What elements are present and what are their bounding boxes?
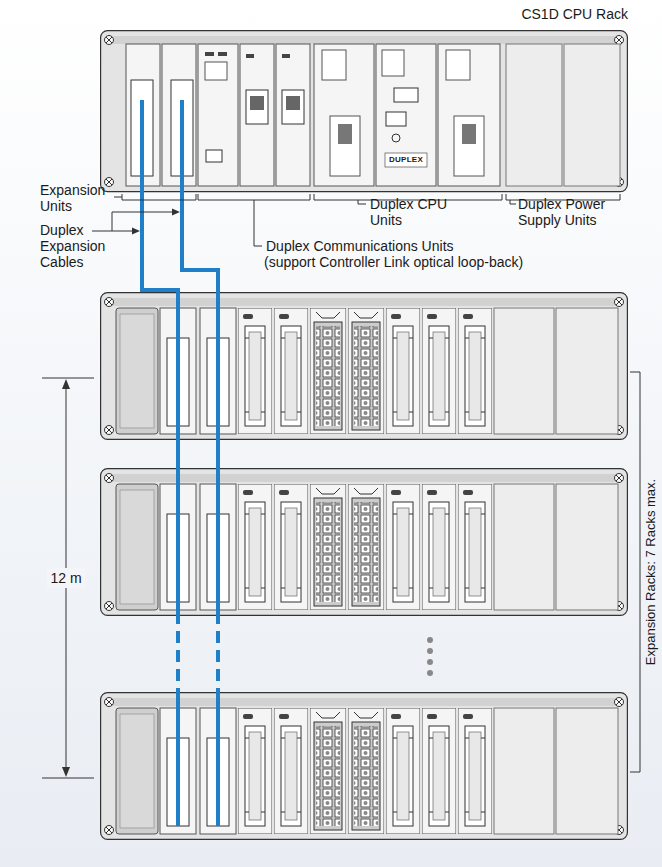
comm-unit — [276, 44, 310, 186]
dimension-tick — [42, 378, 94, 379]
cable — [216, 692, 220, 826]
leader — [92, 231, 136, 232]
dot — [427, 670, 433, 676]
leader — [510, 200, 516, 204]
cable-dashed — [216, 612, 220, 692]
indicator-panel — [382, 50, 404, 76]
card-slot — [454, 116, 484, 176]
port — [206, 150, 222, 162]
dimension-tick — [42, 778, 94, 779]
rack-title: CS1D CPU Rack — [521, 6, 628, 22]
part-label: Duplex Power Supply Units — [518, 196, 606, 228]
arrowhead — [132, 228, 140, 235]
rack-count-label: Expansion Racks: 7 Racks max. — [643, 479, 659, 665]
rack-node: CS1D CPU Rack — [100, 30, 628, 192]
bracket — [630, 372, 640, 772]
continuation-dots — [427, 637, 433, 676]
power-supply-unit — [506, 44, 562, 186]
leader — [254, 200, 262, 246]
cable — [176, 692, 180, 826]
part-label: Duplex Expansion Cables — [40, 222, 112, 270]
duplex-unit — [376, 44, 436, 186]
expansion-rack — [101, 693, 628, 840]
dot — [427, 659, 433, 665]
duplex-cables — [142, 100, 218, 826]
unit-marking: DUPLEX — [389, 155, 423, 165]
cpu-rack-drawing — [101, 31, 628, 192]
arrowhead — [172, 209, 180, 216]
part-label: Duplex CPU Units — [370, 196, 456, 228]
connector — [250, 96, 264, 110]
indicator-panel — [322, 50, 346, 80]
connector — [286, 96, 300, 110]
leader — [114, 197, 122, 198]
screw — [105, 178, 114, 187]
indicator — [246, 54, 254, 58]
rack-band — [108, 36, 620, 44]
arrowhead — [62, 767, 70, 777]
indicator-panel — [205, 62, 227, 80]
connector — [246, 90, 268, 124]
part-label: (support Controller Link optical loop-ba… — [264, 254, 523, 270]
comm-unit — [240, 44, 274, 186]
bracket — [122, 194, 196, 200]
leader — [358, 200, 366, 204]
rack-frame — [101, 31, 628, 192]
indicator — [205, 52, 214, 56]
cpu-unit — [314, 44, 374, 186]
switch — [386, 112, 406, 126]
cable-dashed — [176, 612, 180, 692]
indicator — [282, 54, 290, 58]
port — [338, 124, 352, 144]
card-slot — [330, 116, 360, 176]
switch — [394, 88, 418, 102]
port — [462, 124, 476, 144]
dot — [427, 648, 433, 654]
part-label: Duplex Communications Units — [266, 238, 454, 254]
indicator-panel — [446, 50, 470, 80]
dimension-label: 12 m — [47, 568, 84, 588]
comm-unit — [198, 44, 238, 186]
dot — [427, 637, 433, 643]
name-plate — [385, 153, 427, 167]
cable — [142, 100, 178, 612]
cable — [182, 100, 218, 612]
expansion-unit — [162, 44, 196, 186]
arrowhead — [62, 379, 70, 389]
leader-lines — [42, 194, 640, 778]
power-supply-unit — [564, 44, 620, 186]
cpu-unit — [438, 44, 500, 186]
bracket — [198, 194, 310, 200]
dial — [392, 134, 400, 142]
arrowheads — [62, 209, 180, 778]
screw — [105, 36, 114, 45]
indicator — [218, 52, 227, 56]
screw — [615, 36, 624, 45]
part-label: Expansion Units — [40, 182, 112, 214]
leader — [112, 212, 176, 231]
connector — [282, 90, 304, 124]
